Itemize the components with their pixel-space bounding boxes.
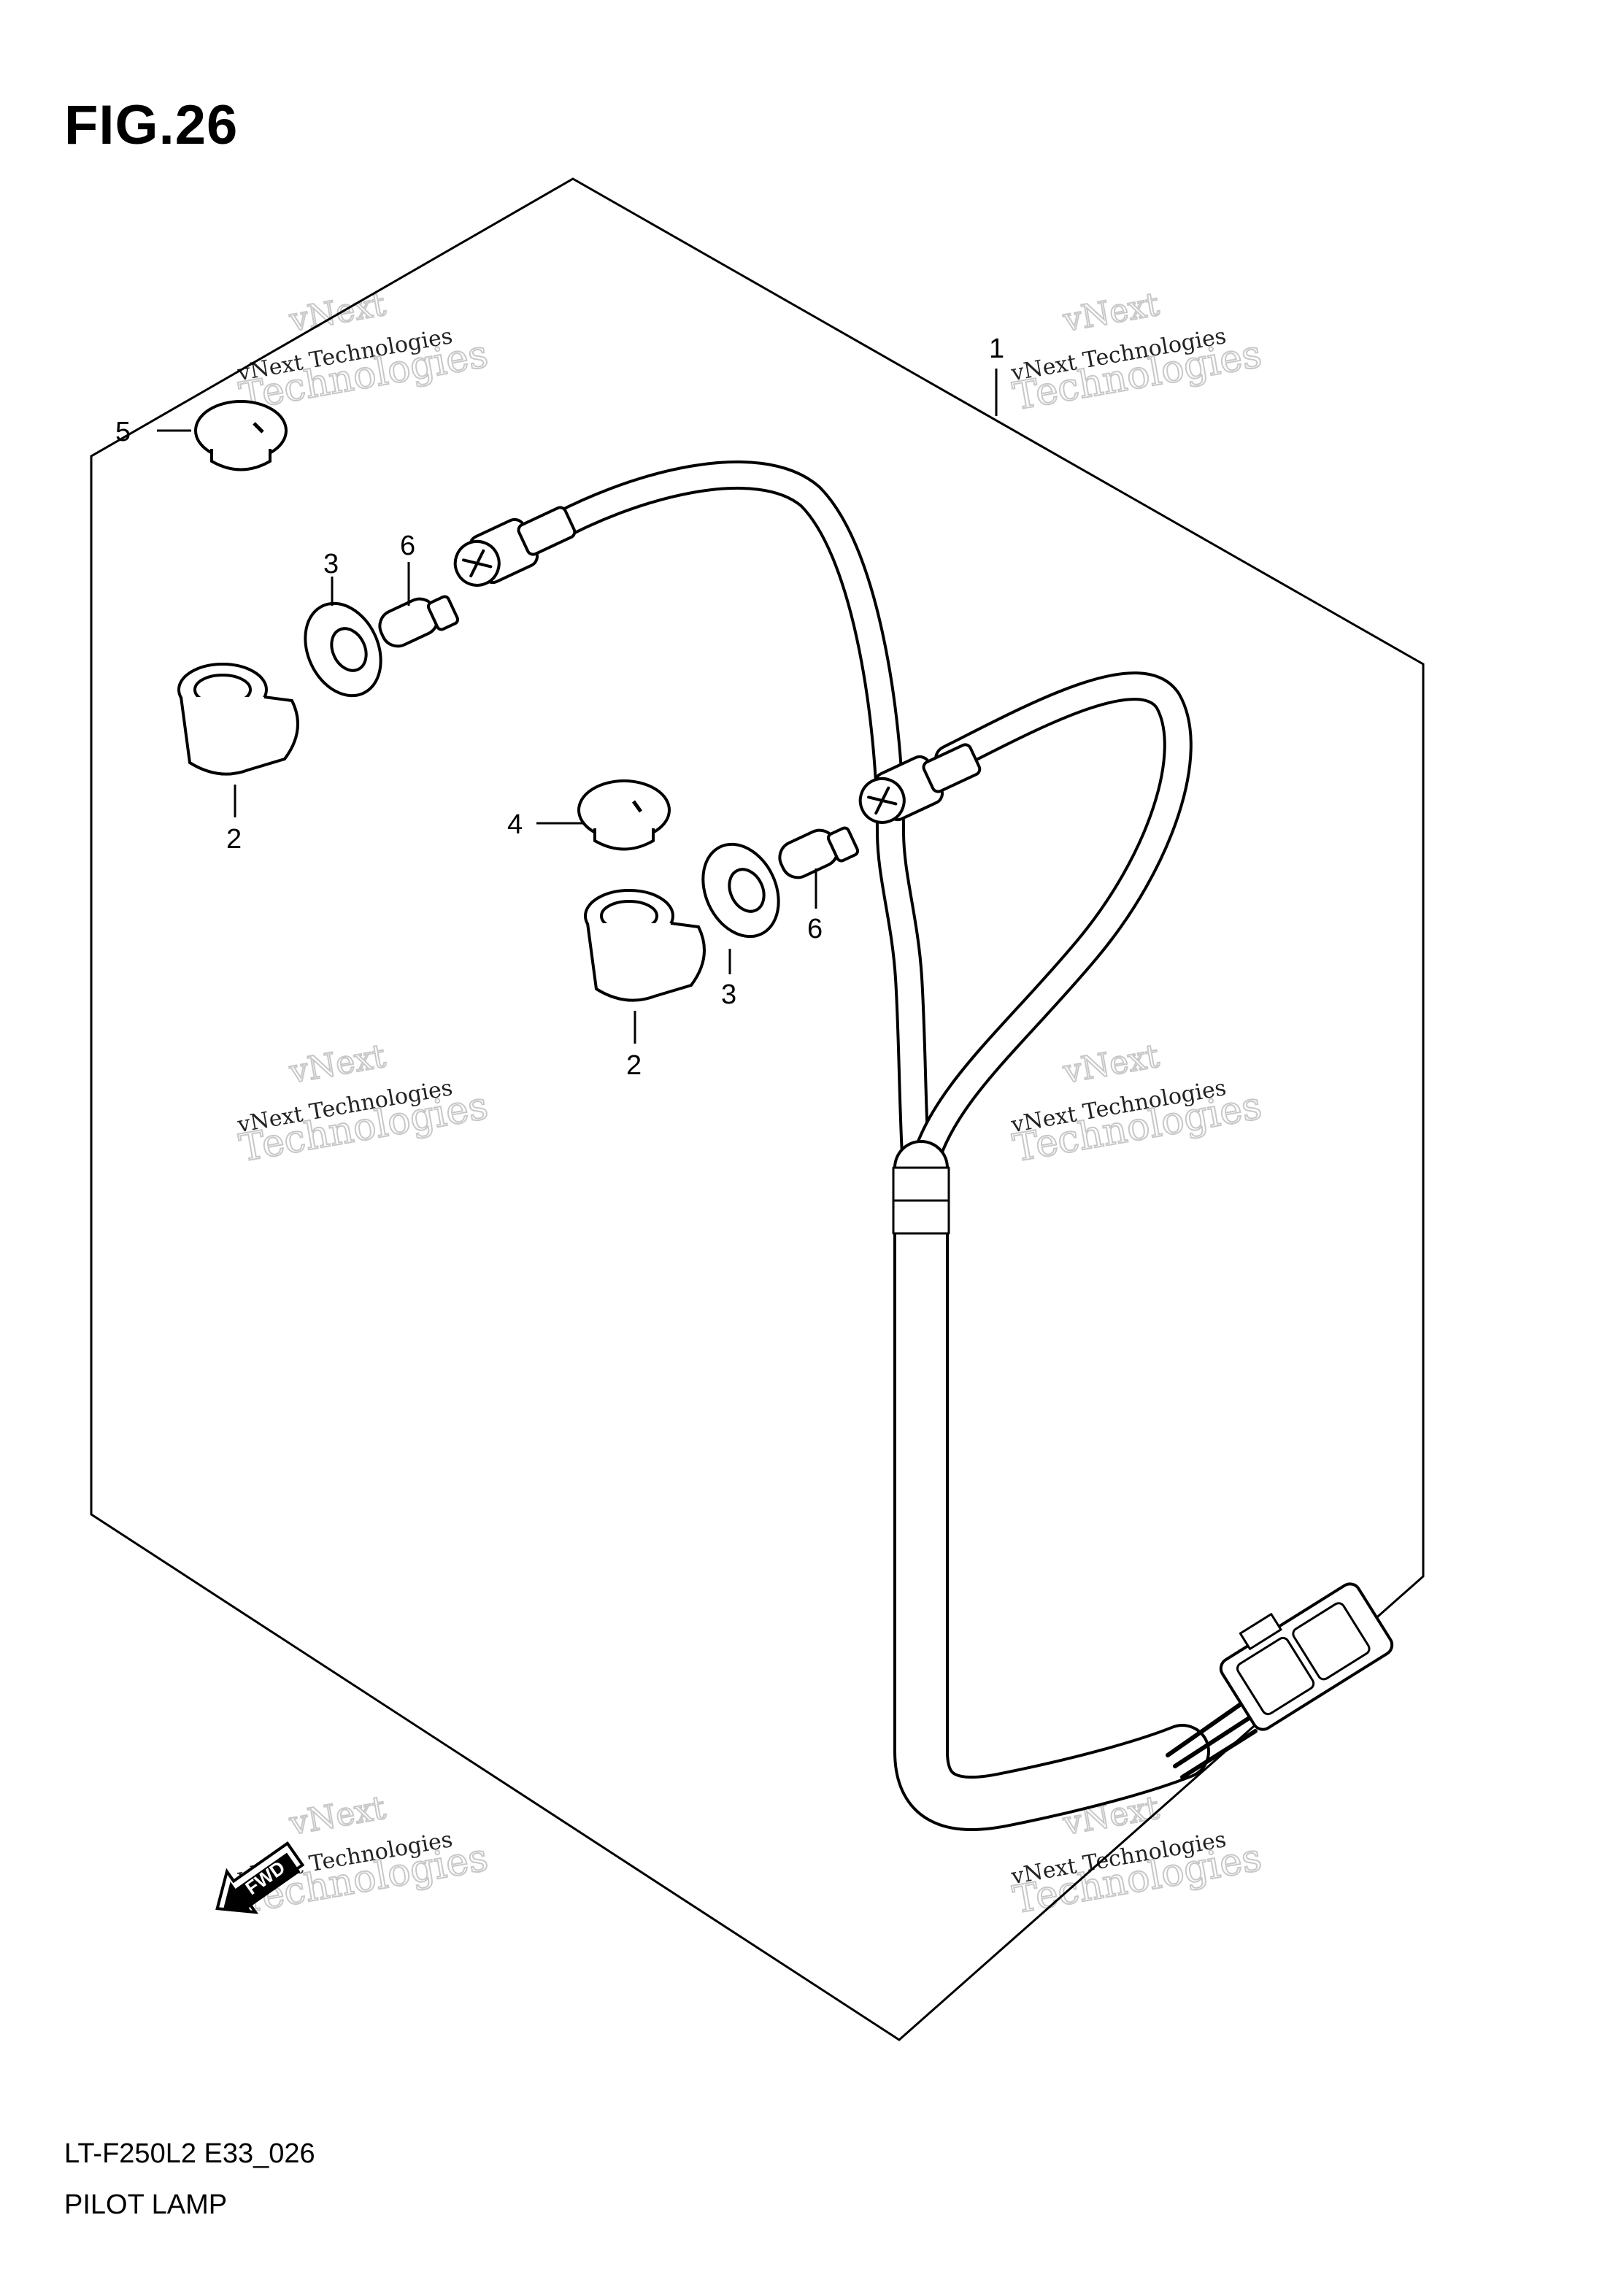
watermark-mid-right: vNext vNext Technologies Technologies [1009, 1037, 1266, 1172]
watermark-top-left: vNext vNext Technologies Technologies [235, 285, 492, 420]
callout-6-top: 6 [400, 531, 415, 561]
callout-2-mid: 2 [626, 1050, 642, 1081]
callout-1: 1 [989, 334, 1004, 364]
socket-housing-2-upper [177, 663, 299, 776]
callout-2-top: 2 [226, 824, 242, 855]
socket-upper [453, 506, 577, 587]
watermark-line1: vNext [1060, 1038, 1162, 1091]
callout-6-mid: 6 [807, 914, 823, 944]
socket-lower [858, 743, 982, 824]
wire-harness [453, 460, 1394, 1831]
watermark-bottom-left: vNext vNext Technologies Technologies [235, 1789, 492, 1924]
socket-housing-2-middle [584, 889, 706, 1002]
watermark-line1: vNext [286, 1790, 388, 1843]
leader-lines [157, 369, 998, 1044]
watermark-mid-left: vNext vNext Technologies Technologies [235, 1037, 492, 1172]
callout-5: 5 [115, 417, 131, 447]
grommet-3-upper [304, 601, 382, 698]
callout-3-mid: 3 [721, 979, 736, 1010]
figure-title: FIG.26 [64, 94, 239, 156]
figure-name: PILOT LAMP [64, 2189, 228, 2220]
watermark-top-right: vNext vNext Technologies Technologies [1009, 285, 1266, 420]
lens-cap-5 [194, 400, 288, 471]
watermark-group: vNext vNext Technologies Technologies vN… [235, 285, 1266, 1924]
grommet-3-middle [701, 842, 780, 939]
harness-coupler [1219, 1582, 1394, 1731]
harness-trunk [893, 1140, 1210, 1831]
figure-code: LT-F250L2 E33_026 [64, 2138, 315, 2169]
callout-4: 4 [507, 809, 523, 840]
lens-cap-4 [577, 779, 671, 851]
assembly-frame [90, 177, 1425, 2041]
callout-3-top: 3 [323, 549, 339, 579]
callout-labels: 1 5 3 6 2 4 6 3 2 [115, 334, 1004, 1081]
watermark-line1: vNext [1060, 286, 1162, 339]
bulb-6-upper [378, 595, 460, 648]
watermark-line1: vNext [286, 1038, 388, 1091]
